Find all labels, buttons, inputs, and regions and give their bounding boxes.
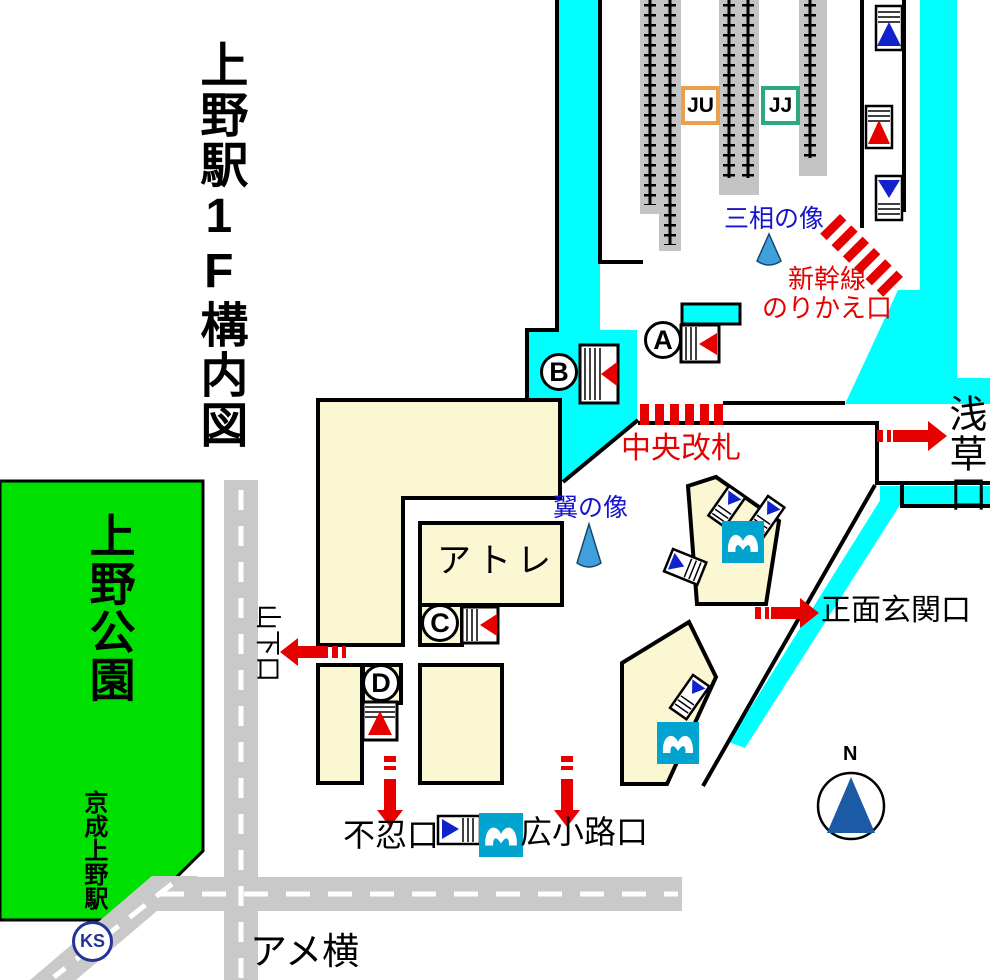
compass <box>816 771 886 841</box>
ueno-park-label: 上野公園 <box>83 512 136 704</box>
map-title: 上野駅1F構内図 <box>192 40 246 450</box>
tsubasa-statue-icon <box>576 521 602 568</box>
metro-stairs-icon-4 <box>668 673 712 721</box>
stairs-d-icon <box>361 700 399 742</box>
yamashita-exit-label: 山下口 <box>253 604 283 683</box>
compass-needle-icon <box>827 777 875 833</box>
keisei-station-label: 京成上野駅 <box>79 790 107 910</box>
escalator-up2-icon <box>864 104 894 150</box>
asakusa-arrow <box>877 421 947 451</box>
chuo-gate-bars <box>640 404 723 425</box>
line-ju-badge: JU <box>681 86 720 125</box>
stairs-a-icon <box>679 323 721 364</box>
atre-label: アトレ <box>437 542 557 580</box>
hirokoji-exit-label: 広小路口 <box>520 814 649 850</box>
front-entrance-band <box>729 486 912 748</box>
stairs-a-badge: A <box>644 321 682 359</box>
tokyo-metro-logo-1 <box>722 521 764 563</box>
shinobazu-stairs-icon <box>436 814 482 846</box>
yamashita-arrow <box>280 638 346 666</box>
building-main <box>316 398 562 647</box>
rail-tracks <box>644 0 816 245</box>
stairs-c-icon <box>460 605 500 645</box>
hirokoji-arrow <box>554 756 580 827</box>
sanso-statue-icon <box>756 232 782 266</box>
sanso-statue-label: 三相の像 <box>724 205 825 233</box>
compass-north-label: N <box>843 743 858 765</box>
metro-stairs-icon-3 <box>662 547 709 587</box>
asakusa-exit-label: 浅草口 <box>943 394 986 514</box>
shinobazu-arrow <box>377 756 403 827</box>
shinkansen-gate-label: 新幹線のりかえ口 <box>761 264 892 324</box>
stairs-c-badge: C <box>421 604 459 642</box>
chuo-gate-label: 中央改札 <box>621 432 741 465</box>
stairs-b-icon <box>578 343 620 405</box>
keisei-ks-badge: KS <box>72 921 113 962</box>
front-entrance-label: 正面玄関口 <box>821 594 971 627</box>
exit-arrows <box>280 421 947 827</box>
building-atre <box>418 521 564 607</box>
stairs-b-badge: B <box>540 353 578 391</box>
escalator-up-icon <box>874 4 904 52</box>
ameyoko-label: アメ横 <box>250 931 360 972</box>
stairs-d-badge: D <box>362 664 400 702</box>
shomen-arrow <box>755 598 819 628</box>
tokyo-metro-logo-3 <box>479 813 523 857</box>
escalator-down-icon <box>874 174 904 222</box>
roads <box>30 480 682 980</box>
line-jj-badge: JJ <box>761 86 800 125</box>
tsubasa-statue-label: 翼の像 <box>553 494 629 522</box>
metro-stairs-icon-1 <box>706 484 748 529</box>
shinobazu-exit-label: 不忍口 <box>343 817 440 853</box>
walls <box>525 0 990 787</box>
shinkansen-gate-bars <box>816 210 909 303</box>
tokyo-metro-logo-2 <box>657 722 699 764</box>
